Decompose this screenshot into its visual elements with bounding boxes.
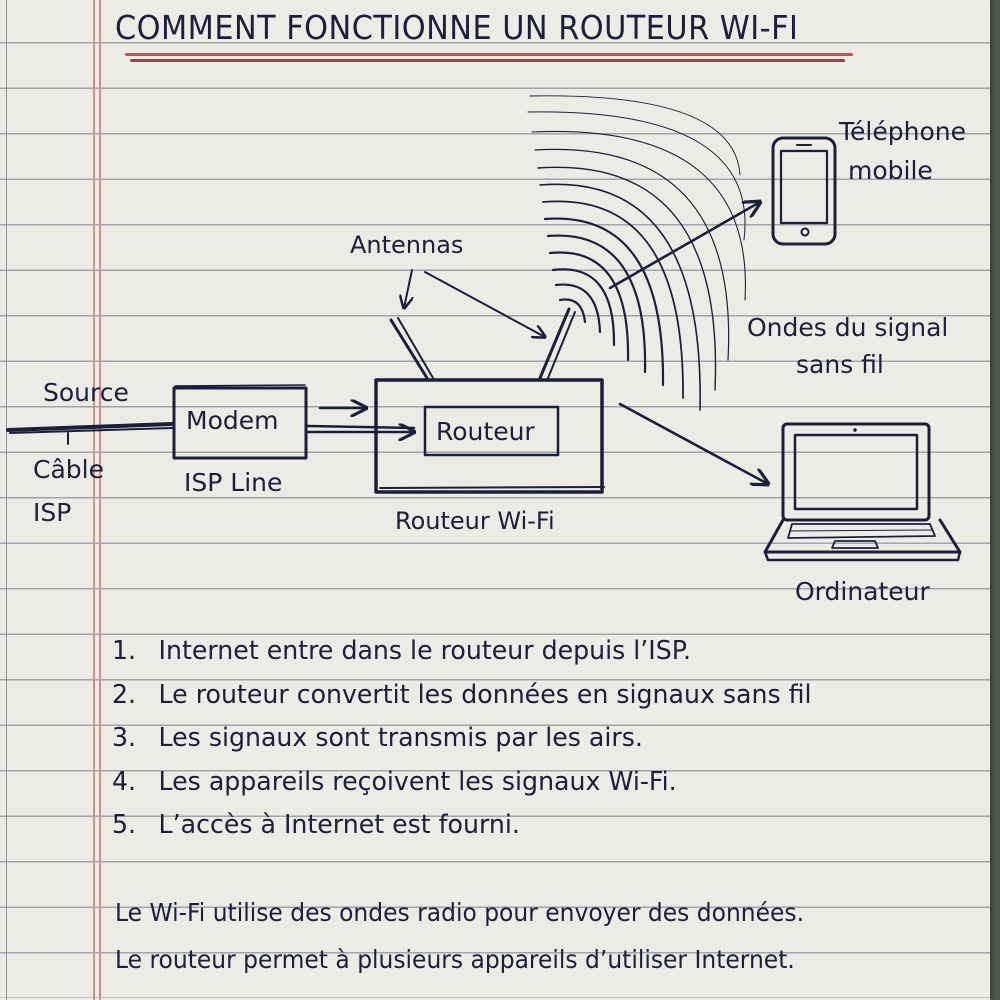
laptop-icon: [763, 422, 962, 562]
step-item: 5.L’accès à Internet est fourni.: [112, 810, 520, 840]
title-underline-top: [125, 53, 853, 56]
note-radio-waves: Le Wi-Fi utilise des ondes radio pour en…: [115, 898, 805, 927]
antennas-label: Antennas: [350, 231, 464, 259]
margin-line-left: [93, 0, 95, 1000]
waves-label: Ondes du signal: [747, 313, 949, 342]
modem-box: [172, 384, 308, 460]
arrow-to-laptop: [618, 402, 768, 484]
smartphone-icon: [771, 136, 837, 246]
router-diagram: [6, 95, 962, 562]
arrow-icon: [306, 408, 414, 432]
phone-label-mobile: mobile: [848, 156, 933, 185]
phone-label: Téléphone: [839, 117, 966, 146]
arrow-to-phone: [608, 202, 760, 290]
isp-cable: [6, 422, 174, 445]
step-item: 2.Le routeur convertit les données en si…: [112, 679, 812, 710]
isp-line-label: ISP Line: [184, 468, 283, 497]
steps-list: 1.Internet entre dans le routeur depuis …: [112, 630, 833, 848]
step-item: 4.Les appareils reçoivent les signaux Wi…: [112, 766, 677, 797]
cable-label-isp: ISP: [33, 498, 72, 527]
margin-line-right: [99, 0, 101, 1000]
cable-label: Câble: [33, 455, 104, 484]
modem-label: Modem: [186, 406, 279, 435]
antennas-pointer-arrows: [404, 269, 545, 337]
router-caption: Routeur Wi-Fi: [395, 507, 555, 535]
router-box: [374, 378, 605, 494]
step-item: 1.Internet entre dans le routeur depuis …: [112, 636, 692, 666]
antenna-icon: [389, 307, 576, 380]
page-edge-line: [6, 0, 7, 1000]
page-title: COMMENT FONCTIONNE UN ROUTEUR WI-FI: [115, 8, 799, 47]
router-inner-label: Routeur: [436, 417, 535, 446]
note-multiple-devices: Le routeur permet à plusieurs appareils …: [115, 945, 795, 974]
step-item: 3.Les signaux sont transmis par les airs…: [112, 723, 643, 753]
source-label: Source: [43, 378, 129, 407]
laptop-label: Ordinateur: [795, 577, 930, 606]
wifi-waves-icon: [527, 95, 746, 411]
waves-label-sans-fil: sans fil: [796, 350, 884, 379]
title-underline-bottom: [130, 59, 845, 62]
